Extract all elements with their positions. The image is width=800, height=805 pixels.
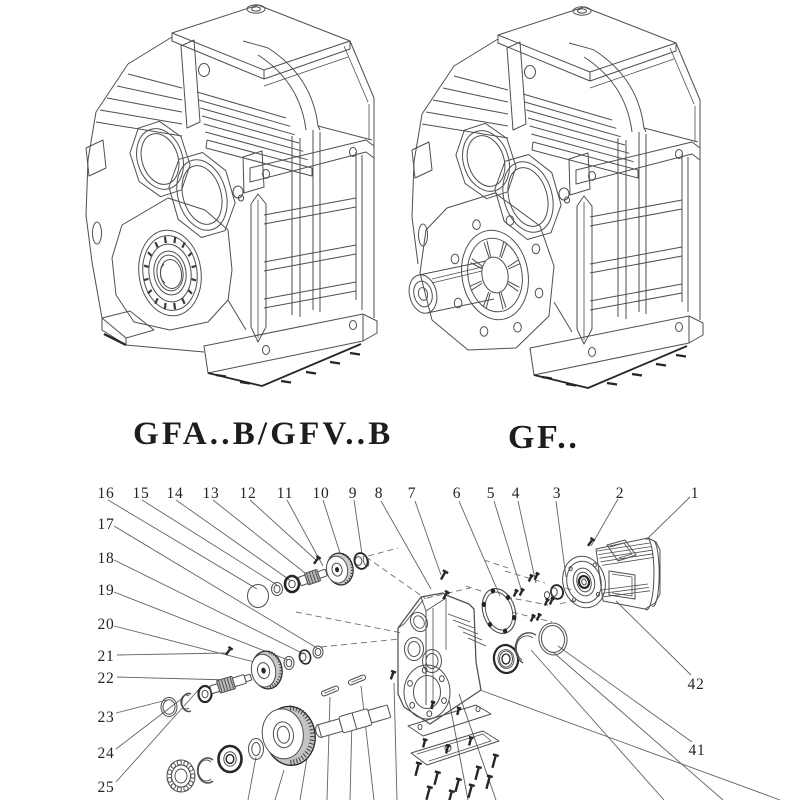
svg-text:17: 17 <box>97 516 114 533</box>
svg-text:22: 22 <box>97 670 114 687</box>
svg-text:3: 3 <box>553 485 562 502</box>
svg-text:20: 20 <box>97 616 114 633</box>
svg-text:24: 24 <box>97 745 114 762</box>
svg-text:4: 4 <box>512 485 521 502</box>
svg-text:14: 14 <box>166 485 183 502</box>
svg-text:42: 42 <box>687 676 704 693</box>
svg-text:21: 21 <box>97 648 114 665</box>
svg-text:GF..: GF.. <box>508 419 580 456</box>
svg-text:GFA..B/GFV..B: GFA..B/GFV..B <box>133 416 393 452</box>
svg-text:19: 19 <box>97 582 114 599</box>
svg-text:10: 10 <box>312 485 329 502</box>
svg-text:1: 1 <box>691 485 700 502</box>
svg-text:8: 8 <box>375 485 384 502</box>
svg-text:25: 25 <box>97 779 114 796</box>
svg-text:15: 15 <box>132 485 149 502</box>
svg-text:2: 2 <box>616 485 625 502</box>
svg-text:16: 16 <box>97 485 114 502</box>
svg-text:13: 13 <box>202 485 219 502</box>
svg-text:18: 18 <box>97 550 114 567</box>
svg-text:7: 7 <box>408 485 417 502</box>
svg-text:9: 9 <box>349 485 358 502</box>
svg-text:5: 5 <box>487 485 496 502</box>
svg-text:23: 23 <box>97 709 114 726</box>
svg-text:11: 11 <box>277 485 294 502</box>
svg-text:12: 12 <box>239 485 256 502</box>
svg-text:41: 41 <box>688 742 705 759</box>
svg-text:6: 6 <box>453 485 462 502</box>
